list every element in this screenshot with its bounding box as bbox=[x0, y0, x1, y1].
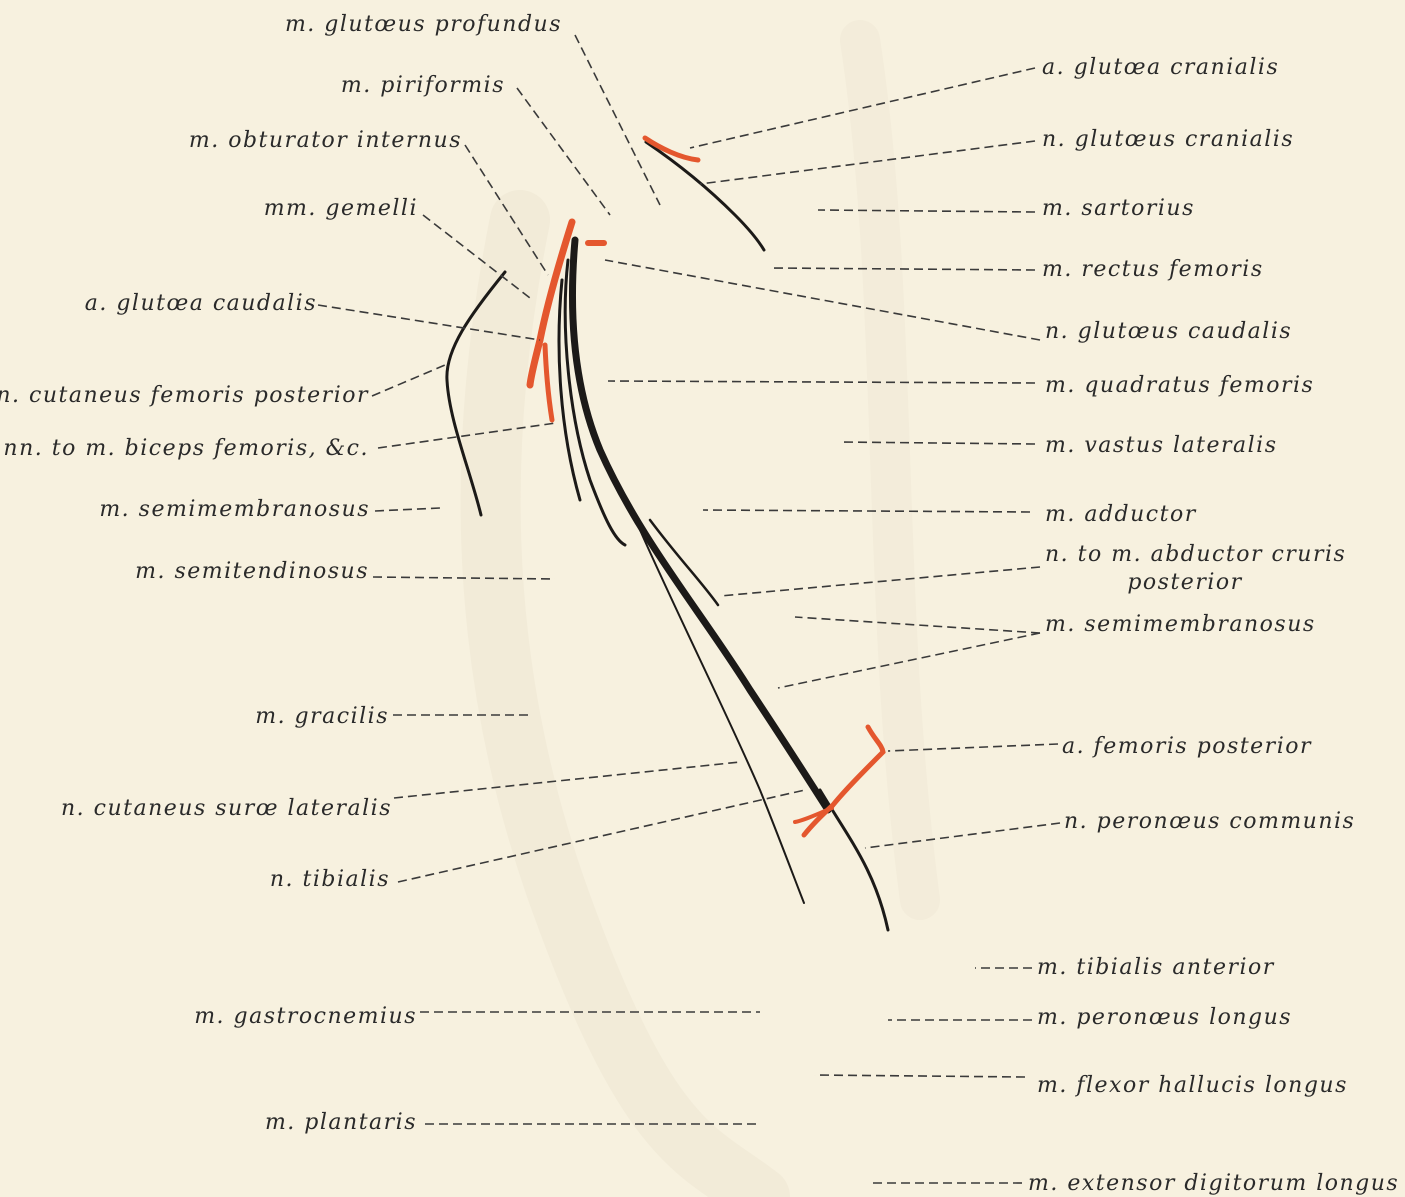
label-abductor-cruris-line1: n. to m. abductor cruris bbox=[1045, 542, 1346, 568]
gluteal-nerve bbox=[646, 142, 764, 250]
label-peronaeus-longus: m. peronœus longus bbox=[1037, 1005, 1292, 1031]
leader-semimembranosus-left bbox=[375, 508, 440, 511]
label-semitendinosus: m. semitendinosus bbox=[135, 559, 369, 585]
leader-rectus-femoris bbox=[772, 268, 1035, 270]
leader-flexor-hallucis bbox=[815, 1075, 1025, 1077]
leader-vastus-lateralis bbox=[840, 442, 1035, 444]
label-n-glutaeus-caudalis: n. glutœus caudalis bbox=[1045, 319, 1292, 345]
label-gracilis: m. gracilis bbox=[255, 704, 389, 730]
label-glutaea-caudalis: a. glutœa caudalis bbox=[85, 291, 317, 317]
label-adductor: m. adductor bbox=[1045, 502, 1197, 528]
label-cutaneus-femoris-posterior: n. cutaneus femoris posterior bbox=[0, 383, 369, 409]
femoris-posterior-branch bbox=[795, 808, 832, 822]
leader-lines bbox=[318, 35, 1060, 1183]
leader-tibialis-nerve bbox=[398, 790, 805, 882]
label-gemelli: mm. gemelli bbox=[264, 196, 418, 222]
artery-branch-down bbox=[545, 345, 552, 420]
label-sartorius: m. sartorius bbox=[1042, 196, 1195, 222]
label-extensor-digitorum-longus: m. extensor digitorum longus bbox=[1028, 1171, 1399, 1197]
label-femoris-posterior: a. femoris posterior bbox=[1062, 734, 1312, 760]
label-abductor-cruris-line2: posterior bbox=[1110, 570, 1260, 596]
label-glutaeus-profundus: m. glutœus profundus bbox=[285, 12, 562, 38]
label-semimembranosus-left: m. semimembranosus bbox=[99, 497, 370, 523]
glutaea-cranialis-artery bbox=[645, 138, 698, 160]
leader-glutaeus-profundus bbox=[575, 35, 660, 205]
leader-sartorius bbox=[818, 210, 1035, 212]
leader-n-glutaeus-caudalis bbox=[605, 260, 1040, 340]
label-nn-biceps-femoris: nn. to m. biceps femoris, &c. bbox=[3, 436, 369, 462]
leader-semitendinosus bbox=[373, 577, 555, 579]
leader-semimembranosus-right-a bbox=[795, 617, 1040, 633]
label-peronaeus-communis: n. peronœus communis bbox=[1064, 809, 1355, 835]
label-quadratus-femoris: m. quadratus femoris bbox=[1045, 373, 1314, 399]
leader-quadratus-femoris bbox=[608, 381, 1035, 383]
label-obturator-internus: m. obturator internus bbox=[189, 128, 462, 154]
sciatic-trunk-nerve bbox=[572, 240, 828, 810]
label-n-glutaeus-cranialis: n. glutœus cranialis bbox=[1042, 127, 1294, 153]
label-semimembranosus-right: m. semimembranosus bbox=[1045, 612, 1316, 638]
label-vastus-lateralis: m. vastus lateralis bbox=[1045, 433, 1277, 459]
label-glutaea-cranialis: a. glutœa cranialis bbox=[1042, 55, 1279, 81]
cutaneus-surae-nerve bbox=[640, 530, 804, 903]
leader-adductor bbox=[703, 510, 1030, 512]
label-tibialis-nerve: n. tibialis bbox=[270, 867, 390, 893]
label-rectus-femoris: m. rectus femoris bbox=[1042, 257, 1264, 283]
label-gastrocnemius: m. gastrocnemius bbox=[194, 1004, 417, 1030]
label-flexor-hallucis-longus: m. flexor hallucis longus bbox=[1037, 1073, 1348, 1099]
label-plantaris: m. plantaris bbox=[265, 1110, 417, 1136]
label-tibialis-anterior: m. tibialis anterior bbox=[1037, 955, 1275, 981]
leader-cutaneus-femoris bbox=[372, 365, 445, 396]
label-cutaneus-surae-lateralis: n. cutaneus surœ lateralis bbox=[61, 796, 392, 822]
femoris-posterior-artery bbox=[804, 727, 883, 835]
leader-cutaneus-surae bbox=[394, 762, 740, 798]
label-piriformis: m. piriformis bbox=[341, 73, 505, 99]
arteries bbox=[530, 138, 883, 835]
